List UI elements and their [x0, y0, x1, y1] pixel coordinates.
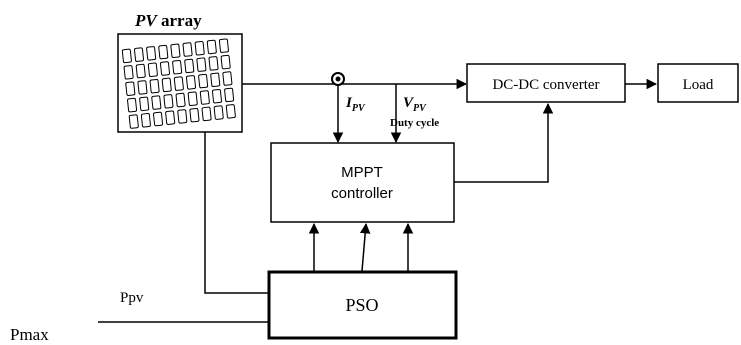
- pv-cell: [210, 72, 221, 88]
- pso-to-mppt-arrow-2: [359, 222, 371, 272]
- pv-cell: [147, 62, 158, 77]
- load-block: [657, 63, 739, 103]
- mppt-label-line1: MPPT: [341, 164, 383, 181]
- pv-cell: [159, 61, 171, 76]
- pv-cell: [151, 95, 162, 110]
- pv-cell: [158, 44, 169, 60]
- pv-cell: [211, 88, 222, 104]
- pv-cell: [123, 65, 134, 80]
- pv-cell: [153, 111, 164, 127]
- pso-block: [267, 270, 458, 340]
- pv-cell: [218, 38, 229, 53]
- pv-cell: [187, 91, 198, 106]
- pv-cell: [222, 71, 233, 86]
- pv-cell: [185, 75, 197, 90]
- pv-cell: [161, 77, 172, 93]
- pv-cell: [173, 76, 184, 91]
- pv-cell: [177, 109, 188, 124]
- pv-cell: [201, 106, 212, 122]
- ppv-label: Ppv: [120, 290, 144, 306]
- pv-cell: [128, 114, 139, 129]
- pmax-label: Pmax: [10, 325, 49, 344]
- pv-cell: [163, 94, 174, 109]
- pv-cell: [165, 110, 176, 125]
- pv-cell: [140, 113, 151, 128]
- dcdc-converter-label: DC-DC converter: [492, 77, 599, 93]
- pv-cell: [225, 104, 236, 119]
- pv-cell: [170, 43, 181, 59]
- pv-cell: [172, 59, 183, 75]
- pv-cell: [189, 107, 200, 123]
- pv-array-title: PV array: [134, 11, 202, 30]
- mppt-controller-block: [270, 142, 455, 223]
- current-sensor-icon: [331, 72, 345, 86]
- pv-cell: [146, 46, 157, 61]
- pv-cell: [121, 48, 132, 64]
- duty-cycle-label: Duty cycle: [390, 117, 439, 129]
- pv-cell: [139, 96, 150, 112]
- pso-label: PSO: [345, 295, 378, 315]
- pv-array-panel: [117, 33, 243, 133]
- pv-cell: [224, 87, 235, 103]
- dcdc-converter-block: [466, 63, 626, 103]
- pv-cell: [137, 80, 148, 95]
- pv-cell: [199, 90, 210, 105]
- pv-cell: [182, 42, 193, 57]
- pv-cell: [220, 54, 231, 70]
- pv-cell: [175, 92, 186, 108]
- mppt-label-line2: controller: [331, 185, 393, 202]
- vpv-label: VPV: [403, 95, 427, 114]
- pv-cell: [149, 78, 160, 94]
- pv-cell: [134, 47, 145, 62]
- pv-cell: [127, 97, 138, 113]
- pv-cell: [125, 81, 136, 96]
- pv-to-pso-line: [204, 132, 268, 294]
- pv-cell: [194, 41, 205, 56]
- pv-cell: [196, 57, 207, 72]
- pv-cell: [135, 63, 146, 79]
- pv-cell: [213, 105, 224, 120]
- pv-cell: [208, 56, 219, 71]
- duty-cycle-feedback-arrow: [454, 102, 554, 183]
- pv-cell: [206, 39, 217, 55]
- load-label: Load: [683, 77, 714, 93]
- pv-cell: [198, 73, 209, 89]
- pv-cell: [184, 58, 195, 74]
- ipv-label: IPV: [345, 95, 366, 114]
